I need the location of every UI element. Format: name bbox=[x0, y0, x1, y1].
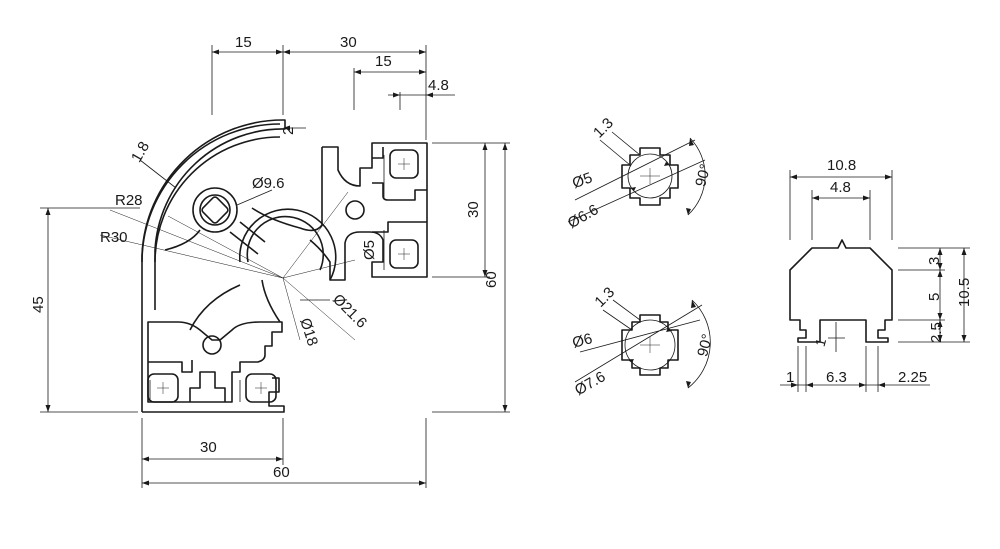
dim-b60: 60 bbox=[273, 464, 290, 481]
top-right-block bbox=[309, 142, 428, 281]
dim-v60: 60 bbox=[483, 271, 500, 288]
dim-r30: R30 bbox=[100, 229, 128, 246]
hole-detail-b: 1.3 Ø6 Ø7.6 90° bbox=[570, 284, 716, 399]
hole-b-1-3: 1.3 bbox=[591, 284, 618, 311]
slot-w4-8: 4.8 bbox=[830, 179, 851, 196]
profile-outline bbox=[141, 119, 286, 413]
hole-9-6-key bbox=[201, 196, 229, 224]
slot-w10-8: 10.8 bbox=[827, 157, 856, 174]
hole-9-6-inner bbox=[199, 194, 231, 226]
slot-nut-detail: 10.8 4.8 3 5 10.5 2.5 1 6.3 2.25 1 bbox=[780, 157, 973, 392]
dim-phi18: Ø18 bbox=[296, 316, 321, 348]
core-holes bbox=[147, 149, 419, 403]
rib-2 bbox=[164, 147, 323, 251]
dim-phi9-6: Ø9.6 bbox=[252, 175, 285, 192]
dim-v45: 45 bbox=[30, 296, 47, 313]
central-bore bbox=[238, 208, 337, 281]
slot-h3: 3 bbox=[926, 257, 943, 265]
dim-phi21-6: Ø21.6 bbox=[329, 291, 370, 332]
hole-b-angle: 90° bbox=[694, 332, 716, 358]
rib-1 bbox=[189, 221, 281, 331]
profile-dimension-labels: 15 30 15 4.8 2 1.8 R28 R30 Ø9.6 Ø5 Ø21.6… bbox=[30, 34, 500, 481]
hole-5-bottom bbox=[202, 335, 222, 355]
slot-h2-5: 2.5 bbox=[928, 322, 945, 343]
dim-phi5: Ø5 bbox=[361, 240, 378, 260]
dim-top-30: 30 bbox=[340, 34, 357, 51]
central-bore-inner bbox=[246, 215, 325, 271]
bottom-left-detail bbox=[148, 360, 226, 402]
hole-a-1-3: 1.3 bbox=[590, 115, 617, 142]
dim-1-8: 1.8 bbox=[128, 139, 153, 166]
profile-rim bbox=[141, 123, 281, 263]
slot-b6-3: 6.3 bbox=[826, 369, 847, 386]
dim-2: 2 bbox=[280, 127, 297, 135]
quarter-round-profile bbox=[99, 119, 428, 413]
dim-r28: R28 bbox=[115, 192, 143, 209]
hole-b-phi7-6: Ø7.6 bbox=[572, 368, 609, 399]
hole-a-phi6-6: Ø6.6 bbox=[565, 201, 602, 232]
dim-b30: 30 bbox=[200, 439, 217, 456]
hole-b-phi6: Ø6 bbox=[570, 330, 594, 352]
hole-a-angle: 90° bbox=[692, 162, 714, 188]
hole-9-6 bbox=[192, 187, 238, 233]
dim-top-15b: 15 bbox=[375, 53, 392, 70]
slot-b1: 1 bbox=[786, 369, 794, 386]
top-right-block-detail bbox=[372, 147, 427, 233]
slot-nut-outline bbox=[789, 239, 893, 343]
slot-b2-25: 2.25 bbox=[898, 369, 927, 386]
dim-top-15: 15 bbox=[235, 34, 252, 51]
slot-h5: 5 bbox=[926, 293, 943, 301]
profile-dimensions bbox=[40, 45, 510, 488]
profile-inner-rim bbox=[154, 136, 281, 263]
profile-centerlines bbox=[99, 191, 356, 341]
dim-v30: 30 bbox=[465, 201, 482, 218]
hole-5-right bbox=[345, 200, 365, 220]
slot-h10-5: 10.5 bbox=[956, 278, 973, 307]
hole-a-phi5: Ø5 bbox=[570, 169, 595, 192]
dim-top-4-8: 4.8 bbox=[428, 77, 449, 94]
hole-detail-a: 1.3 Ø5 Ø6.6 90° bbox=[565, 115, 715, 232]
slot-tick-1: 1 bbox=[812, 336, 830, 348]
bottom-left-block bbox=[147, 321, 283, 403]
